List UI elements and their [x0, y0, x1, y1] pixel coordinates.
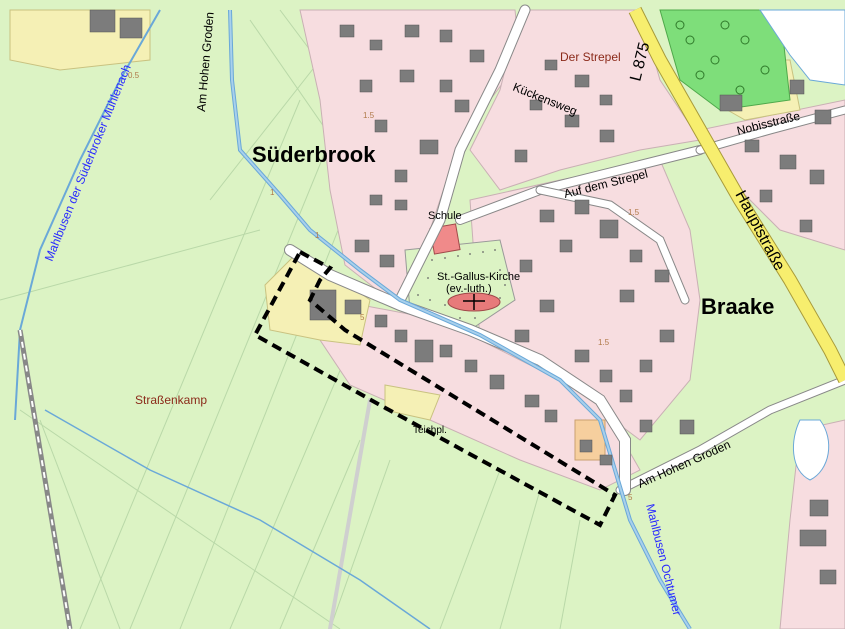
buildings: [89, 9, 837, 585]
plan-boundary[interactable]: [252, 249, 618, 528]
track-south: [328, 398, 372, 629]
main-road: [629, 7, 845, 383]
contour-label: 0.5: [128, 71, 140, 80]
contour-labels: 0.5 1.5 1.5 1 1.5 1 5 5: [128, 71, 640, 502]
commercial-area-small: [384, 384, 441, 421]
road-strepel: [456, 146, 704, 224]
residential-area-south: [319, 299, 641, 491]
road-loop: [536, 186, 689, 304]
contour-label: 1: [270, 188, 275, 197]
road-hohen-groden-south: [616, 376, 845, 494]
church-cross-icon: [463, 294, 485, 310]
building-label-schule: Schule: [428, 210, 462, 222]
lake-northeast: [759, 9, 845, 86]
contour-label: 1: [315, 231, 320, 240]
building-label-kirche: St.-Gallus-Kirche: [437, 271, 520, 283]
building-label-kirche-denomination: (ev.-luth.): [446, 283, 492, 295]
contour-label: 5: [360, 313, 365, 322]
streams: [14, 9, 692, 629]
place-label-strassenkamp: Straßenkamp: [135, 393, 207, 407]
road-north: [395, 5, 530, 305]
contour-label: 1.5: [628, 208, 640, 217]
road-hohen-groden: [285, 245, 630, 495]
building-label-teichpl: Teichpl.: [413, 425, 447, 436]
field-boundaries: [0, 9, 581, 629]
place-label-braake: Braake: [701, 294, 774, 319]
contour-label: 1.5: [363, 111, 375, 120]
place-label-suederbrook: Süderbrook: [252, 142, 376, 167]
forest-symbols: [675, 20, 770, 95]
roads: [284, 4, 845, 629]
railway: [17, 329, 73, 629]
pond-east: [792, 419, 830, 481]
place-label-der-strepel: Der Strepel: [560, 50, 621, 64]
contour-label: 5: [628, 493, 633, 502]
contour-label: 1.5: [598, 338, 610, 347]
